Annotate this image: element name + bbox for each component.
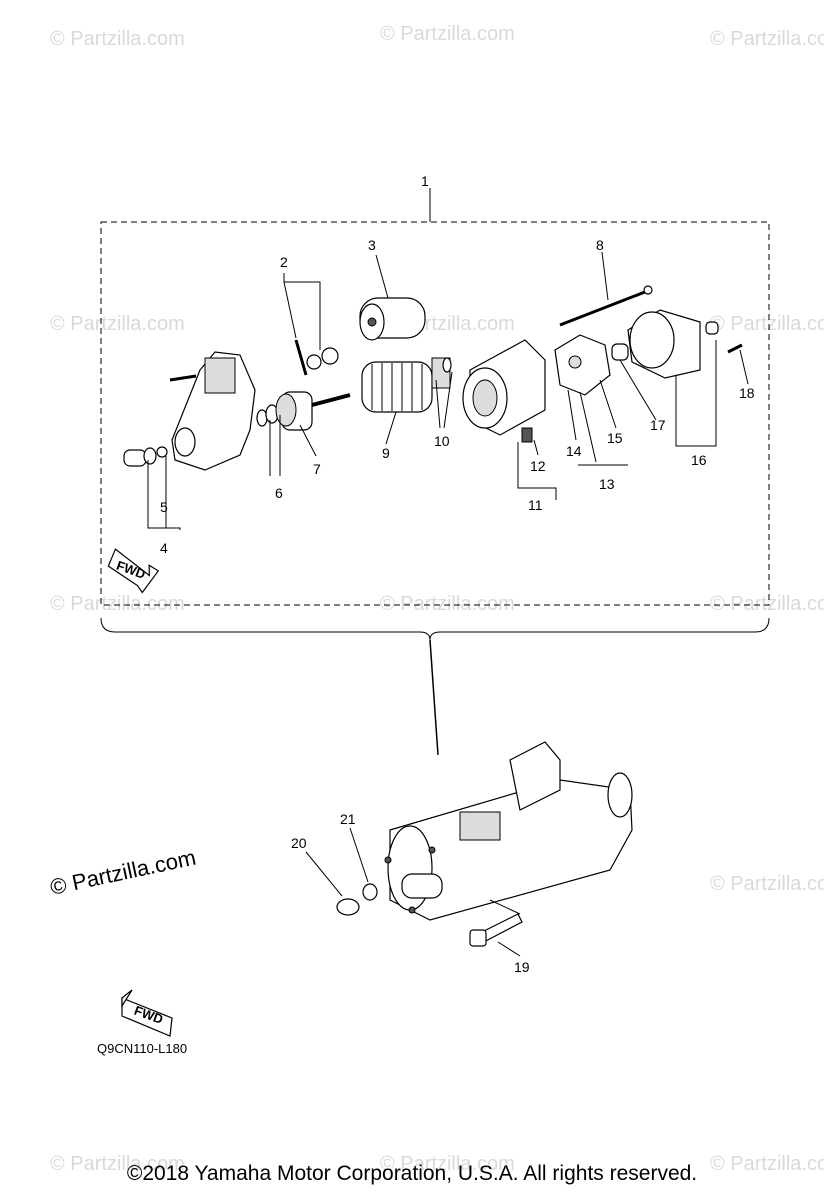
figure-code: Q9CN110-L180 bbox=[97, 1041, 187, 1056]
watermark: © Partzilla.com bbox=[50, 1153, 185, 1175]
callout-12: 12 bbox=[530, 458, 546, 474]
callout-10: 10 bbox=[434, 433, 450, 449]
callout-19: 19 bbox=[514, 959, 530, 975]
watermark: © Partzilla.com bbox=[710, 1153, 824, 1175]
brush bbox=[521, 427, 533, 443]
copyright-notice: ©2018 Yamaha Motor Corporation, U.S.A. A… bbox=[126, 1162, 698, 1185]
callout-21: 21 bbox=[340, 811, 356, 827]
callout-18: 18 bbox=[739, 385, 755, 401]
seal bbox=[143, 447, 157, 465]
watermark: © Partzilla.com bbox=[710, 313, 824, 335]
watermark: © Partzilla.com bbox=[50, 28, 185, 50]
callout-13: 13 bbox=[599, 476, 615, 492]
callout-1: 1 bbox=[421, 173, 429, 189]
washer bbox=[362, 883, 378, 901]
fwd-arrow-top: FWD bbox=[107, 548, 160, 594]
watermark: © Partzilla.com bbox=[380, 593, 515, 615]
callout-15: 15 bbox=[607, 430, 623, 446]
assembly-box bbox=[100, 188, 770, 756]
watermarks: © Partzilla.com © Partzilla.com © Partzi… bbox=[50, 23, 824, 1175]
watermark: © Partzilla.com bbox=[710, 873, 824, 895]
callout-2: 2 bbox=[280, 254, 288, 270]
watermark: © Partzilla.com bbox=[710, 28, 824, 50]
watermark: © Partzilla.com bbox=[710, 593, 824, 615]
callout-20: 20 bbox=[291, 835, 307, 851]
watermark: © Partzilla.com bbox=[380, 1153, 515, 1175]
nut bbox=[336, 898, 360, 916]
watermark: © Partzilla.com bbox=[50, 313, 185, 335]
callout-16: 16 bbox=[691, 452, 707, 468]
callout-14: 14 bbox=[566, 443, 582, 459]
callout-8: 8 bbox=[596, 237, 604, 253]
callout-4: 4 bbox=[160, 540, 168, 556]
bushing bbox=[123, 449, 147, 467]
callout-11: 11 bbox=[528, 497, 543, 513]
fwd-arrow-bottom: FWD bbox=[121, 989, 173, 1037]
brush-holder bbox=[554, 334, 611, 396]
starter-motor-assembly bbox=[336, 741, 633, 947]
starter-exploded-parts bbox=[123, 285, 743, 471]
watermark: © Partzilla.com bbox=[50, 593, 185, 615]
callout-labels: 1 2 3 4 5 6 7 8 9 10 11 12 13 14 15 16 1… bbox=[160, 173, 755, 975]
callout-9: 9 bbox=[382, 445, 390, 461]
callout-7: 7 bbox=[313, 461, 321, 477]
callout-6: 6 bbox=[275, 485, 283, 501]
leader-lines-assembly bbox=[305, 827, 521, 957]
partzilla-watermark: © Partzilla.com bbox=[48, 845, 198, 900]
watermark: © Partzilla.com bbox=[380, 23, 515, 45]
callout-3: 3 bbox=[368, 237, 376, 253]
callout-5: 5 bbox=[160, 499, 168, 515]
leader-lines bbox=[147, 251, 749, 530]
callout-17: 17 bbox=[650, 417, 666, 433]
